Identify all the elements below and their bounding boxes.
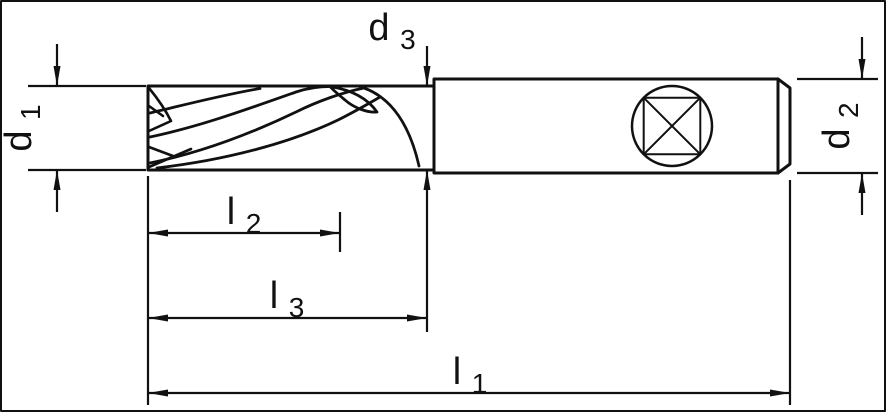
d1-letter: d [0, 131, 40, 152]
arrow-l3-left [148, 314, 168, 322]
l2-subscript: 2 [246, 208, 262, 239]
label-d2: d 2 [816, 102, 864, 149]
tool-body [146, 77, 792, 175]
shank-section [432, 77, 792, 175]
shank-outline [432, 77, 792, 175]
arrow-l2-right [320, 229, 340, 237]
arrow-l1-right [770, 389, 790, 397]
shank-cross-section-symbol [630, 84, 714, 168]
end-teeth-lines [147, 86, 193, 169]
arrow-d1-top [53, 66, 61, 86]
arrow-l1-left [148, 389, 168, 397]
d2-extension-lines [797, 77, 878, 175]
arrow-d1-bottom [53, 170, 61, 190]
symbol-diagonals [642, 96, 702, 156]
label-l2: l 2 [227, 191, 262, 239]
dimension-l2 [148, 212, 342, 252]
d1-subscript: 1 [15, 104, 46, 120]
l1-subscript: 1 [472, 368, 488, 399]
label-l1: l 1 [453, 351, 488, 399]
d3-letter: d [368, 7, 389, 49]
l3-letter: l [270, 275, 278, 317]
l1-letter: l [453, 351, 461, 393]
dimension-labels: d 1 d 3 d 2 l 2 l 3 l 1 [0, 7, 864, 399]
dimension-lines [28, 37, 878, 405]
arrow-d3-top [423, 66, 431, 86]
flute-spiral-lines [148, 85, 382, 170]
symbol-circle [630, 84, 714, 168]
label-d1: d 1 [0, 104, 46, 151]
flute-outline [146, 84, 436, 172]
flute-runout-curves [328, 85, 421, 168]
label-d3: d 3 [368, 7, 415, 55]
l2-letter: l [227, 191, 235, 233]
dimension-l1 [146, 176, 792, 405]
flute-section [146, 84, 436, 172]
l3-subscript: 3 [289, 292, 305, 323]
arrow-d2-bottom [858, 173, 866, 193]
d2-letter: d [816, 129, 858, 150]
arrow-l2-left [148, 229, 168, 237]
d2-subscript: 2 [833, 102, 864, 118]
d1-extension-lines [28, 84, 146, 172]
arrow-d3-bottom [423, 170, 431, 190]
dimension-arrowheads [53, 59, 866, 397]
d3-subscript: 3 [400, 24, 416, 55]
arrow-l3-right [407, 314, 427, 322]
arrow-d2-top [858, 59, 866, 79]
label-l3: l 3 [270, 275, 305, 323]
